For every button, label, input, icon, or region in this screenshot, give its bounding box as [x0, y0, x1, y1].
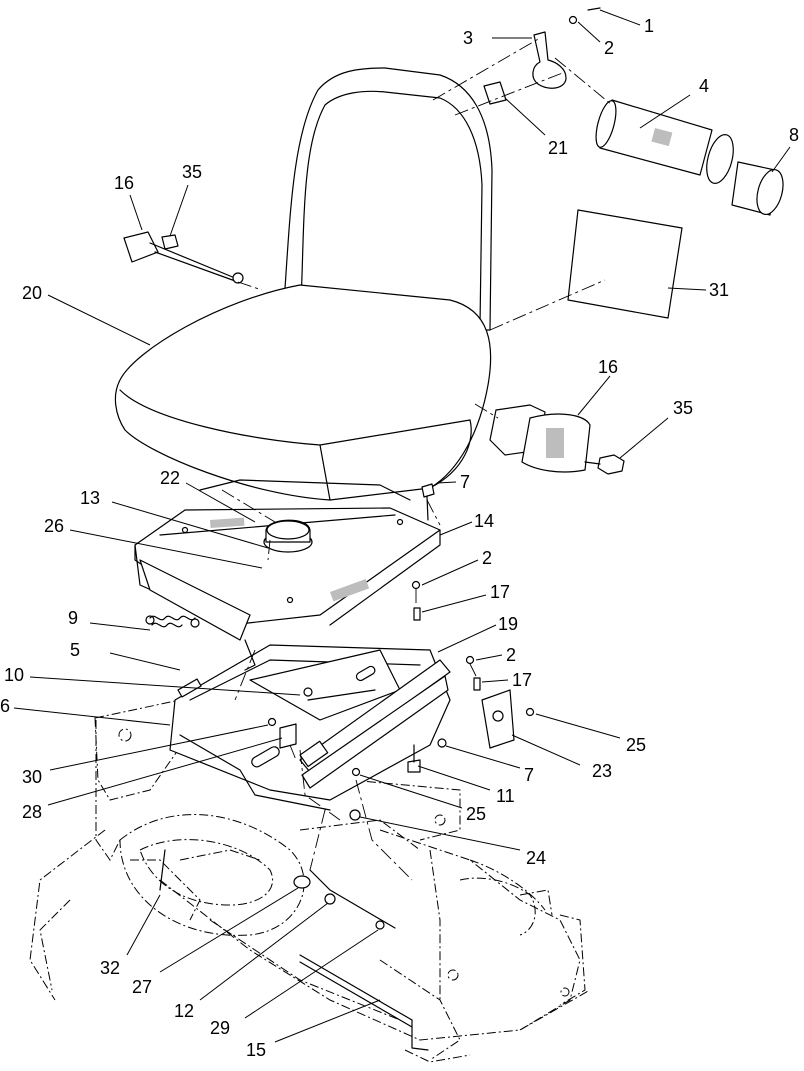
- small-hardware: [159, 483, 535, 891]
- suspension-knob: [263, 519, 313, 553]
- callout-30: 30: [22, 767, 42, 787]
- callout-35: 35: [673, 398, 693, 418]
- callout-17: 17: [490, 582, 510, 602]
- callout-5: 5: [70, 640, 80, 660]
- callout-7: 7: [524, 765, 534, 785]
- callout-15: 15: [246, 1040, 266, 1060]
- callout-12: 12: [174, 1001, 194, 1021]
- callout-31: 31: [709, 280, 729, 300]
- alignment-lines: [221, 37, 613, 881]
- callout-23: 23: [592, 761, 612, 781]
- callout-16: 16: [598, 357, 618, 377]
- operator-manual-decal: [567, 209, 683, 319]
- spring: [145, 615, 200, 628]
- callout-28: 28: [22, 802, 42, 822]
- callout-4: 4: [699, 76, 709, 96]
- callout-2: 2: [506, 645, 516, 665]
- seat-belt-right: [489, 404, 625, 475]
- callout-24: 24: [526, 848, 546, 868]
- callout-20: 20: [22, 283, 42, 303]
- callout-7: 7: [460, 472, 470, 492]
- armrest-end-cap: [731, 161, 784, 216]
- callout-25: 25: [626, 735, 646, 755]
- callout-19: 19: [498, 614, 518, 634]
- release-linkage: [293, 869, 429, 1051]
- callout-11: 11: [496, 786, 515, 806]
- callout-25: 25: [466, 804, 486, 824]
- seat-slide-rail: [299, 659, 451, 789]
- armrest-mount-hardware: [532, 7, 601, 89]
- callout-labels: 1 2 3 4 8 21 16 35 20 31 16 35 22 7 13 1…: [0, 16, 799, 1060]
- callout-21: 21: [548, 138, 568, 158]
- latch-bracket: [481, 689, 515, 749]
- decal-small: [483, 81, 507, 105]
- leader-lines: [13, 9, 791, 1043]
- callout-16: 16: [114, 173, 134, 193]
- callout-9: 9: [68, 608, 78, 628]
- callout-22: 22: [160, 468, 180, 488]
- callout-3: 3: [463, 28, 473, 48]
- callout-32: 32: [100, 958, 120, 978]
- callout-6: 6: [0, 696, 10, 716]
- machine-frame-outline: [29, 699, 591, 1063]
- seat-cushion: [114, 67, 493, 501]
- callout-29: 29: [210, 1018, 230, 1038]
- callout-8: 8: [789, 125, 799, 145]
- callout-1: 1: [644, 16, 654, 36]
- seat-belt-left: [123, 231, 244, 284]
- callout-14: 14: [474, 511, 494, 531]
- callout-13: 13: [80, 488, 100, 508]
- callout-35: 35: [182, 162, 202, 182]
- callout-2: 2: [482, 548, 492, 568]
- armrest-tube: [595, 99, 734, 184]
- slide-base-plate: [169, 639, 451, 811]
- callout-26: 26: [44, 516, 64, 536]
- callout-10: 10: [4, 665, 24, 685]
- callout-2: 2: [604, 38, 614, 58]
- callout-17: 17: [512, 670, 532, 690]
- callout-27: 27: [132, 977, 152, 997]
- seat-plate: [134, 479, 441, 641]
